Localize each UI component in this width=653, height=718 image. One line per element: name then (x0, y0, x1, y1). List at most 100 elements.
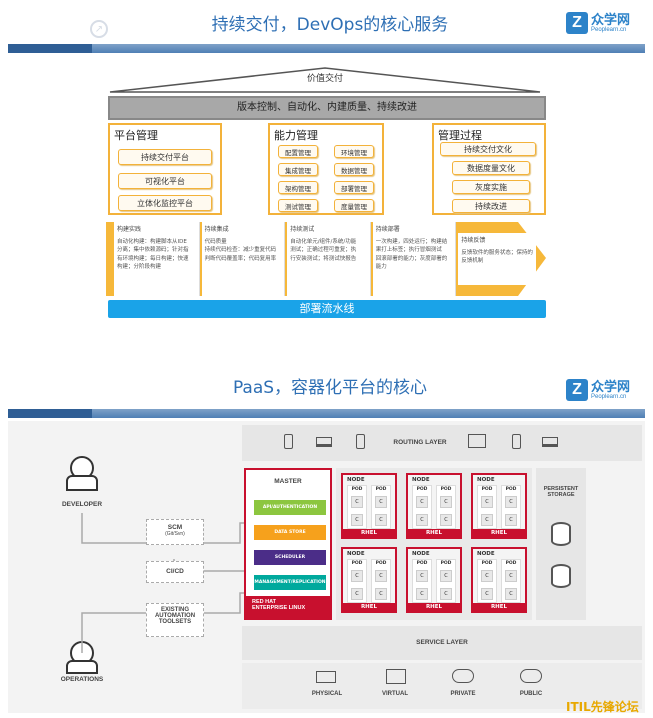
watermark: ITIL先锋论坛 (566, 700, 639, 714)
logo-name: 众学网 (591, 12, 631, 28)
node-label: NODE (477, 551, 495, 557)
container-chip: C (351, 514, 363, 526)
pod-label: POD (375, 561, 387, 566)
rhel-footer: RHEL (473, 529, 525, 537)
pod-label: POD (416, 561, 428, 566)
node-label: NODE (412, 477, 430, 483)
container-chip: C (505, 514, 517, 526)
roof-label: 价值交付 (306, 74, 343, 84)
cicd-box: CI/CD (146, 561, 204, 583)
logo-name: 众学网 (591, 379, 631, 395)
process-item[interactable]: 持续改进 (452, 199, 530, 213)
capability-item[interactable]: 数据管理 (334, 163, 374, 176)
operations-label: OPERATIONS (60, 676, 104, 683)
platform-item[interactable]: 可视化平台 (118, 173, 212, 189)
existing-toolsets-box: EXISTING AUTOMATION TOOLSETS (146, 603, 204, 637)
pod-label: POD (440, 487, 452, 492)
existing-line: TOOLSETS (158, 619, 192, 625)
capability-item[interactable]: 度量管理 (334, 199, 374, 212)
cicd-label: CI/CD (166, 568, 184, 575)
node-label: NODE (412, 551, 430, 557)
database-icon (551, 564, 571, 588)
infra-virtual: VIRTUAL (382, 691, 408, 697)
capability-item[interactable]: 配置管理 (278, 145, 318, 158)
slide-title: PaaS，容器化平台的核心 (232, 378, 428, 398)
container-chip: C (505, 588, 517, 600)
container-chip: C (505, 496, 517, 508)
banner: 版本控制、自动化、内建质量、持续改进 (108, 96, 546, 120)
service-layer-label: SERVICE LAYER (416, 639, 468, 646)
laptop-icon (542, 437, 558, 447)
pod-label: POD (505, 487, 517, 492)
process-item[interactable]: 持续交付文化 (440, 142, 536, 156)
master-datastore-bar: DATA STORE (254, 525, 326, 540)
pod-label: POD (351, 561, 363, 566)
platform-management-box: 平台管理 持续交付平台 可视化平台 立体化监控平台 (108, 123, 222, 215)
capability-item[interactable]: 测试管理 (278, 199, 318, 212)
capability-item[interactable]: 部署管理 (334, 181, 374, 194)
platform-item[interactable]: 持续交付平台 (118, 149, 212, 165)
master-footer-line: ENTERPRISE LINUX (252, 605, 306, 611)
back-arrow-icon[interactable]: ↗ (90, 20, 108, 38)
operations-body-icon (66, 660, 98, 674)
container-chip: C (375, 496, 387, 508)
developer-label: DEVELOPER (61, 501, 103, 508)
server-icon (316, 671, 336, 683)
platform-title: 平台管理 (114, 129, 158, 142)
container-chip: C (505, 570, 517, 582)
process-item[interactable]: 数据度量文化 (452, 161, 530, 175)
storage-line: PERSISTENT (543, 486, 579, 492)
routing-layer-label: ROUTING LAYER (393, 439, 447, 446)
infra-physical: PHYSICAL (311, 691, 343, 697)
platform-item[interactable]: 立体化监控平台 (118, 195, 212, 211)
master-api-bar: API/AUTHENTICATION (254, 500, 326, 515)
container-chip: C (481, 570, 493, 582)
logo-z-icon: Z (566, 12, 588, 34)
container-chip: C (440, 496, 452, 508)
logo-url: Peoplearn.cn (591, 393, 627, 400)
stage-test: 持续测试 自动化单元/组件/系统/功能 测试；正确过程可重复；执 行安装测试；将… (287, 222, 371, 296)
rhel-footer: RHEL (343, 603, 395, 611)
container-chip: C (351, 496, 363, 508)
process-item[interactable]: 灰度实施 (452, 180, 530, 194)
master-title: MASTER (274, 478, 302, 485)
logo: Z 众学网 Peoplearn.cn (566, 379, 630, 401)
container-chip: C (375, 570, 387, 582)
private-cloud-icon (452, 669, 474, 683)
pod-label: POD (481, 487, 493, 492)
phone-icon (356, 434, 365, 449)
scm-label: SCM (167, 524, 183, 531)
process-management-box: 管理过程 持续交付文化 数据度量文化 灰度实施 持续改进 (432, 123, 546, 215)
container-chip: C (440, 588, 452, 600)
container-chip: C (351, 570, 363, 582)
monitor-icon (468, 434, 486, 448)
pipeline-stages: 构建实践 自动化构建：构建脚本从IDE 分离；集中依赖源码；针对指 有环境构建；… (114, 222, 536, 296)
container-chip: C (351, 588, 363, 600)
capability-item[interactable]: 环境管理 (334, 145, 374, 158)
container-chip: C (440, 514, 452, 526)
storage-line: STORAGE (547, 492, 575, 498)
capability-title: 能力管理 (274, 129, 318, 142)
stage-feedback: 持续反馈 反馈软件的服务状态；保持的 反馈机制 (458, 233, 536, 285)
phone-icon (284, 434, 293, 449)
container-chip: C (416, 514, 428, 526)
scm-box: SCM (Git/Svn) (146, 519, 204, 545)
node-label: NODE (347, 551, 365, 557)
scm-sub-label: (Git/Svn) (165, 531, 185, 537)
capability-item[interactable]: 架构管理 (278, 181, 318, 194)
node-label: NODE (347, 477, 365, 483)
rhel-footer: RHEL (408, 603, 460, 611)
pod-label: POD (481, 561, 493, 566)
logo-url: Peoplearn.cn (591, 26, 627, 33)
phone-icon (512, 434, 521, 449)
capability-item[interactable]: 集成管理 (278, 163, 318, 176)
